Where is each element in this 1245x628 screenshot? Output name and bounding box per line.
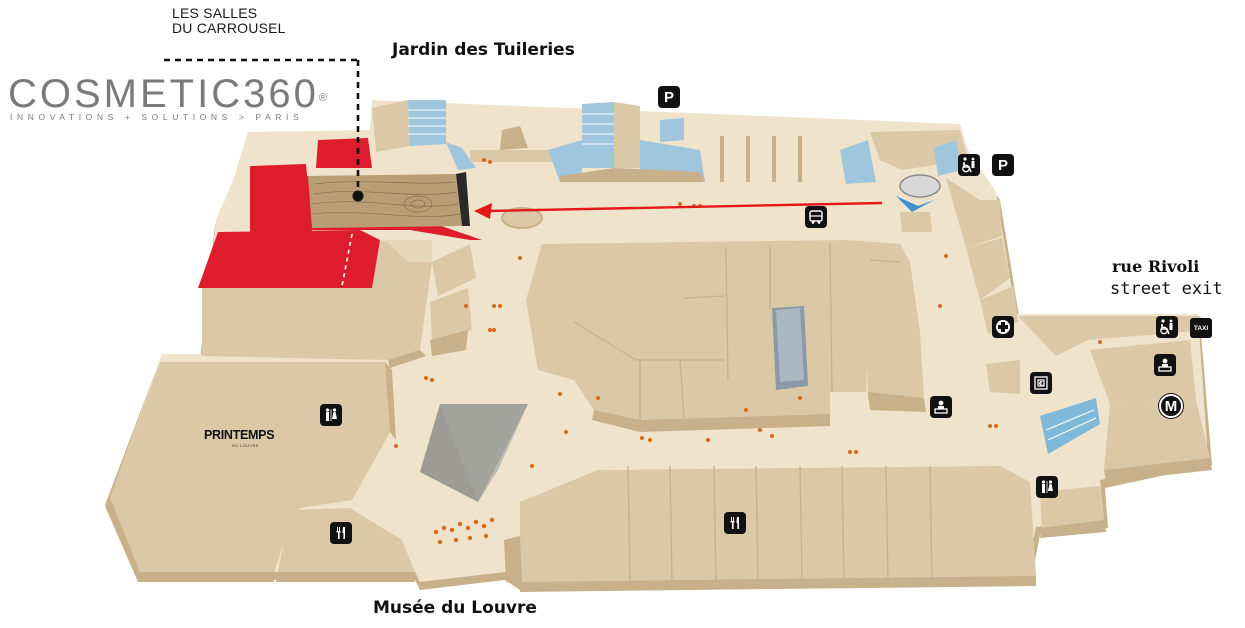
arc-du-carrousel bbox=[470, 126, 560, 162]
venue-name: LES SALLES DU CARROUSEL bbox=[172, 6, 286, 36]
visitors bbox=[394, 158, 1102, 545]
accessibility-restroom-icon bbox=[1156, 316, 1178, 338]
taxi-icon: TAXI bbox=[1190, 318, 1212, 338]
restaurant-icon bbox=[330, 522, 352, 544]
left-corridor-blocks bbox=[430, 244, 476, 356]
central-shops bbox=[526, 240, 926, 432]
brand-name: COSMETIC360 bbox=[8, 72, 319, 116]
bottom-shops bbox=[504, 465, 1036, 592]
pillars bbox=[720, 136, 802, 182]
currency-exchange-icon: € bbox=[1030, 372, 1052, 394]
restroom-icon bbox=[320, 404, 342, 426]
venue-name-line2: DU CARROUSEL bbox=[172, 20, 286, 36]
metro-icon: M bbox=[1159, 394, 1183, 418]
restaurant-icon bbox=[724, 512, 746, 534]
accessibility-restroom-icon bbox=[958, 154, 980, 176]
right-top-structures bbox=[840, 130, 968, 232]
registered-mark: ® bbox=[318, 92, 330, 104]
svg-text:€: € bbox=[1038, 381, 1043, 388]
restroom-icon bbox=[1036, 476, 1058, 498]
brand-logo: COSMETIC360® bbox=[8, 74, 330, 114]
parking-icon: P bbox=[658, 86, 680, 108]
central-stairs bbox=[548, 102, 705, 182]
brand-tagline: INNOVATIONS + SOLUTIONS > PARIS bbox=[10, 112, 304, 122]
landmark-tuileries: Jardin des Tuileries bbox=[392, 40, 575, 60]
tuileries-stairs-left bbox=[372, 100, 476, 170]
store-printemps: PRINTEMPS bbox=[204, 428, 275, 442]
first-aid-icon bbox=[992, 316, 1014, 338]
parking-icon: P bbox=[992, 154, 1014, 176]
landmark-rivoli: rue Rivoli bbox=[1112, 257, 1200, 276]
information-desk-icon bbox=[930, 396, 952, 418]
rotunda bbox=[501, 207, 543, 229]
information-desk-icon bbox=[1154, 354, 1176, 376]
route-arrow bbox=[474, 201, 883, 219]
bus-icon bbox=[805, 206, 827, 228]
venue-name-line1: LES SALLES bbox=[172, 5, 258, 21]
inverted-pyramid bbox=[420, 404, 528, 502]
street-exit-label: street exit bbox=[1110, 279, 1223, 299]
logo-leader-line bbox=[164, 58, 364, 202]
event-hall bbox=[198, 138, 482, 288]
store-printemps-sub: DU LOUVRE bbox=[232, 443, 259, 448]
landmark-louvre: Musée du Louvre bbox=[373, 598, 537, 618]
